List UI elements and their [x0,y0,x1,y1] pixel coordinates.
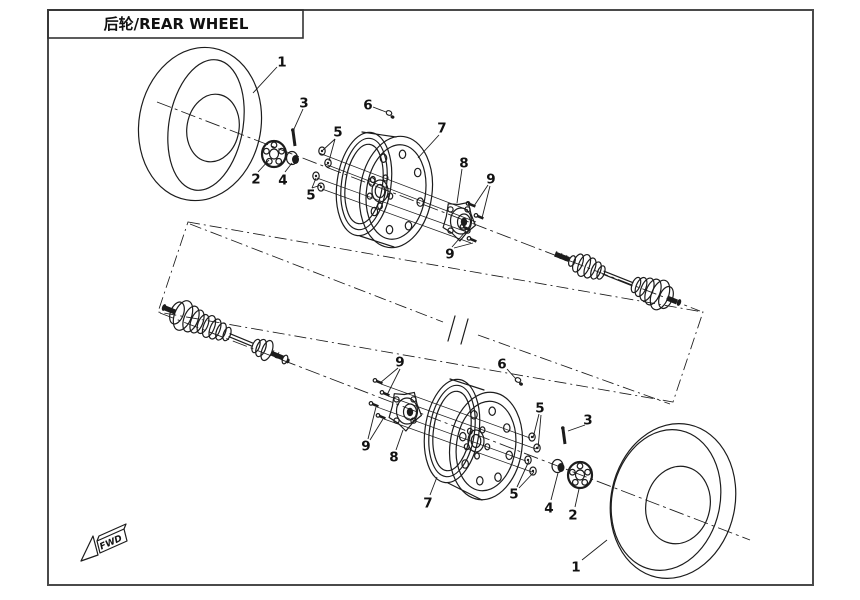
wheel-stud-upper [291,128,297,147]
callout-3-upper: 3 [293,96,309,130]
callout-9-inner-upper: 9 [445,230,474,263]
svg-text:4: 4 [544,501,553,517]
cv-axle-lower [161,300,290,365]
callout-9-outer-lower: 9 [379,355,405,396]
callout-9-inner-lower: 9 [361,406,384,455]
fwd-indicator: FWD [80,523,128,562]
svg-text:7: 7 [423,496,432,512]
construction-lines [156,101,751,541]
svg-text:5: 5 [509,487,518,503]
lower-assembly [161,300,737,579]
hub-bolts-lower [368,378,390,420]
callout-7-upper: 7 [417,121,447,159]
lower-centerline [159,312,751,541]
svg-text:1: 1 [571,560,580,576]
svg-text:9: 9 [361,439,370,455]
svg-text:9: 9 [395,355,404,371]
svg-text:6: 6 [497,357,506,373]
fwd-arrowhead [80,535,99,562]
title-box [47,9,304,39]
svg-text:8: 8 [459,156,468,172]
axis-break-marks [447,315,469,345]
callout-5-inner-lower: 5 [509,460,535,503]
callout-5-outer-upper: 5 [322,125,343,162]
fwd-bar-top [96,523,127,542]
svg-text:5: 5 [535,401,544,417]
cv-axle-upper [554,250,682,311]
tire-upper [137,46,263,202]
callout-6-lower: 6 [497,357,517,380]
rim-upper [316,131,477,249]
upper-centerline [156,101,701,312]
fwd-bar [96,528,128,554]
svg-text:2: 2 [568,508,577,524]
callout-2-upper: 2 [251,159,270,188]
svg-text:7: 7 [437,121,446,137]
callout-8-lower: 8 [389,429,404,466]
stud-axis-lines-lower [376,383,537,473]
upper-assembly [137,46,682,311]
callout-5-outer-lower: 5 [532,401,545,450]
callout-8-upper: 8 [456,156,469,204]
frame: 后轮/REAR WHEEL [47,9,814,586]
svg-text:2: 2 [251,172,260,188]
svg-text:3: 3 [583,413,592,429]
svg-text:5: 5 [333,125,342,141]
svg-text:5: 5 [306,188,315,204]
callout-3-lower: 3 [567,413,593,432]
page-title: 后轮/REAR WHEEL [104,15,249,33]
rim-lower [376,378,537,501]
axle-nut-upper [285,150,299,166]
svg-text:8: 8 [389,450,398,466]
axle-nut-lower [551,458,565,474]
tire-lower [609,423,737,579]
axle-alignment-box [157,221,704,403]
svg-text:1: 1 [277,55,286,71]
axle-axis-right [477,334,671,405]
callout-1-lower: 1 [571,539,608,576]
svg-text:6: 6 [363,98,372,114]
hub-cap-upper [260,139,288,169]
hub-cap-lower [566,460,594,490]
callout-7-lower: 7 [423,476,438,512]
callouts: 1 2 3 4 5 5 6 7 8 9 9 9 9 8 7 6 5 5 4 3 … [251,55,608,576]
washers-lower [524,432,541,476]
axle-axis-left [189,223,444,323]
callout-1-upper: 1 [252,55,287,94]
wheel-stud-lower [561,426,567,445]
svg-text:4: 4 [278,173,287,189]
hub-upper [442,201,476,242]
svg-text:9: 9 [445,247,454,263]
callout-2-lower: 2 [568,488,580,524]
callout-4-upper: 4 [278,162,293,189]
washers-upper [312,146,332,192]
callout-6-upper: 6 [363,98,387,114]
valve-stem-upper [385,110,395,119]
callout-5-inner-upper: 5 [306,177,322,204]
svg-text:3: 3 [299,96,308,112]
svg-text:9: 9 [486,172,495,188]
callout-9-outer-upper: 9 [473,172,496,219]
callout-4-lower: 4 [544,472,559,517]
